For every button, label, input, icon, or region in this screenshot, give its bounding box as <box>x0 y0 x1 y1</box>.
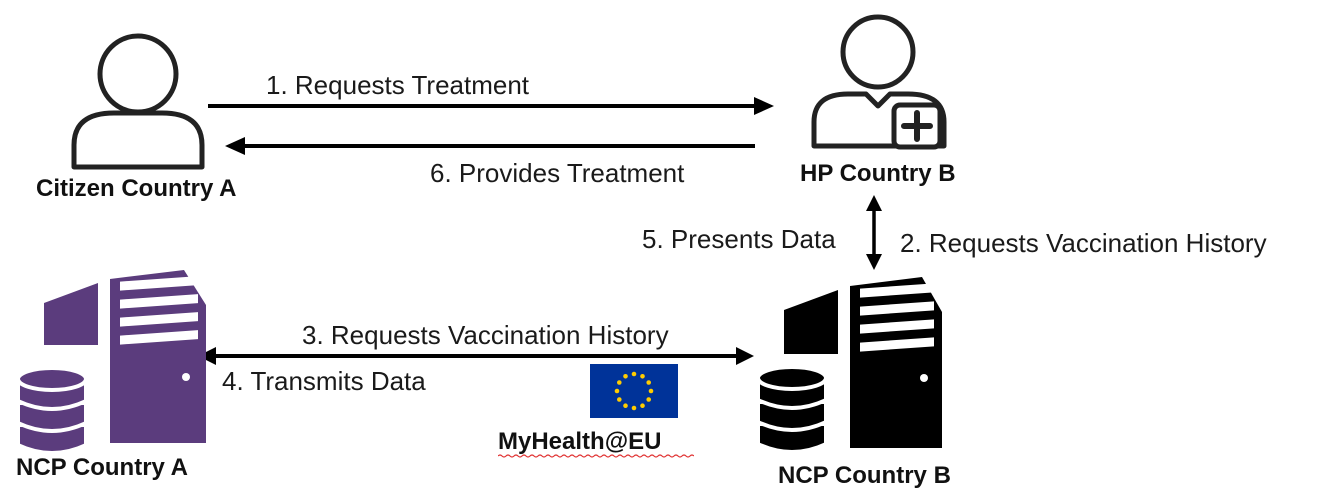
ncp-country-a-label: NCP Country A <box>16 454 189 481</box>
doctor-icon <box>808 10 956 150</box>
step-1-label: 1. Requests Treatment <box>266 70 530 100</box>
hp-country-b-label: HP Country B <box>800 160 956 187</box>
ncp-a-server-database-icon <box>14 265 214 455</box>
ncp-country-b-label: NCP Country B <box>778 462 951 489</box>
step-4-label: 4. Transmits Data <box>222 366 426 396</box>
person-icon <box>68 28 208 170</box>
step-2-label: 2. Requests Vaccination History <box>900 228 1267 258</box>
spellcheck-underline <box>498 454 694 458</box>
eu-flag-icon <box>590 364 678 418</box>
citizen-country-a-label: Citizen Country A <box>36 175 237 202</box>
myhealth-eu-label: MyHealth@EU <box>498 428 662 455</box>
step-5-label: 5. Presents Data <box>642 224 836 254</box>
ncp-b-server-database-icon <box>754 274 954 460</box>
step-3-label: 3. Requests Vaccination History <box>302 320 669 350</box>
step-6-label: 6. Provides Treatment <box>430 158 685 188</box>
